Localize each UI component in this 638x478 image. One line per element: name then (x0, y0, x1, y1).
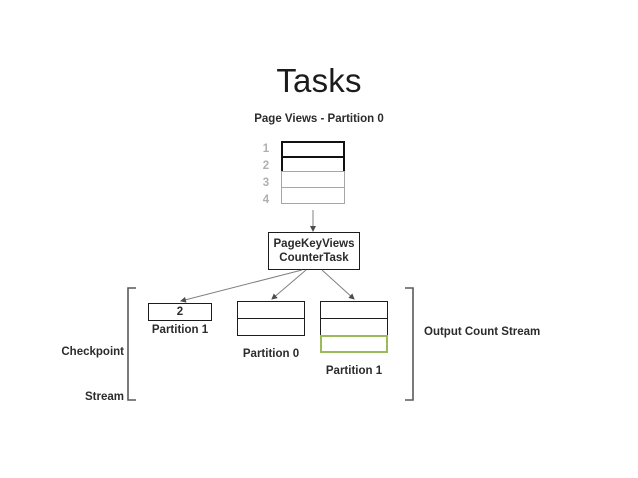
input-row-pending (281, 171, 345, 188)
output-partition0-caption: Partition 0 (242, 348, 300, 360)
input-row-numbers: 1 2 3 4 (258, 141, 274, 209)
input-stream-label: Page Views - Partition 0 (254, 113, 384, 125)
task-name-line2: CounterTask (279, 252, 349, 264)
checkpoint-box-caption: Partition 1 (151, 324, 209, 336)
output-cell (237, 301, 305, 319)
page-title: Tasks (276, 62, 362, 99)
input-message-table (281, 141, 345, 204)
task-box: PageKeyViews CounterTask (268, 232, 360, 270)
output-cell (237, 318, 305, 336)
checkpoint-stream-bracket (127, 287, 136, 401)
checkpoint-cell: 2 (148, 303, 212, 321)
arrow-task-to-partition1 (321, 269, 355, 300)
output-partition1-box (320, 301, 388, 353)
arrow-task-to-partition0 (271, 269, 307, 300)
task-name-line1: PageKeyViews (273, 238, 355, 250)
output-partition0-box (237, 301, 305, 336)
output-stream-bracket (405, 287, 414, 401)
input-row-number: 2 (262, 160, 270, 172)
input-row-number: 3 (262, 177, 270, 189)
checkpoint-box: 2 (148, 303, 212, 321)
output-partition1-caption: Partition 1 (325, 365, 383, 377)
input-row-pending (281, 187, 345, 204)
output-cell-highlighted (320, 335, 388, 353)
arrow-task-to-checkpoint (180, 269, 303, 303)
output-cell (320, 301, 388, 319)
input-row-number: 1 (262, 143, 270, 155)
checkpoint-stream-label-line2: Stream (85, 391, 124, 403)
checkpoint-stream-label: Checkpoint Stream (46, 315, 124, 435)
output-cell (320, 318, 388, 336)
checkpoint-stream-label-line1: Checkpoint (61, 346, 124, 358)
output-stream-label: Output Count Stream (424, 326, 541, 338)
input-row-number: 4 (262, 194, 270, 206)
